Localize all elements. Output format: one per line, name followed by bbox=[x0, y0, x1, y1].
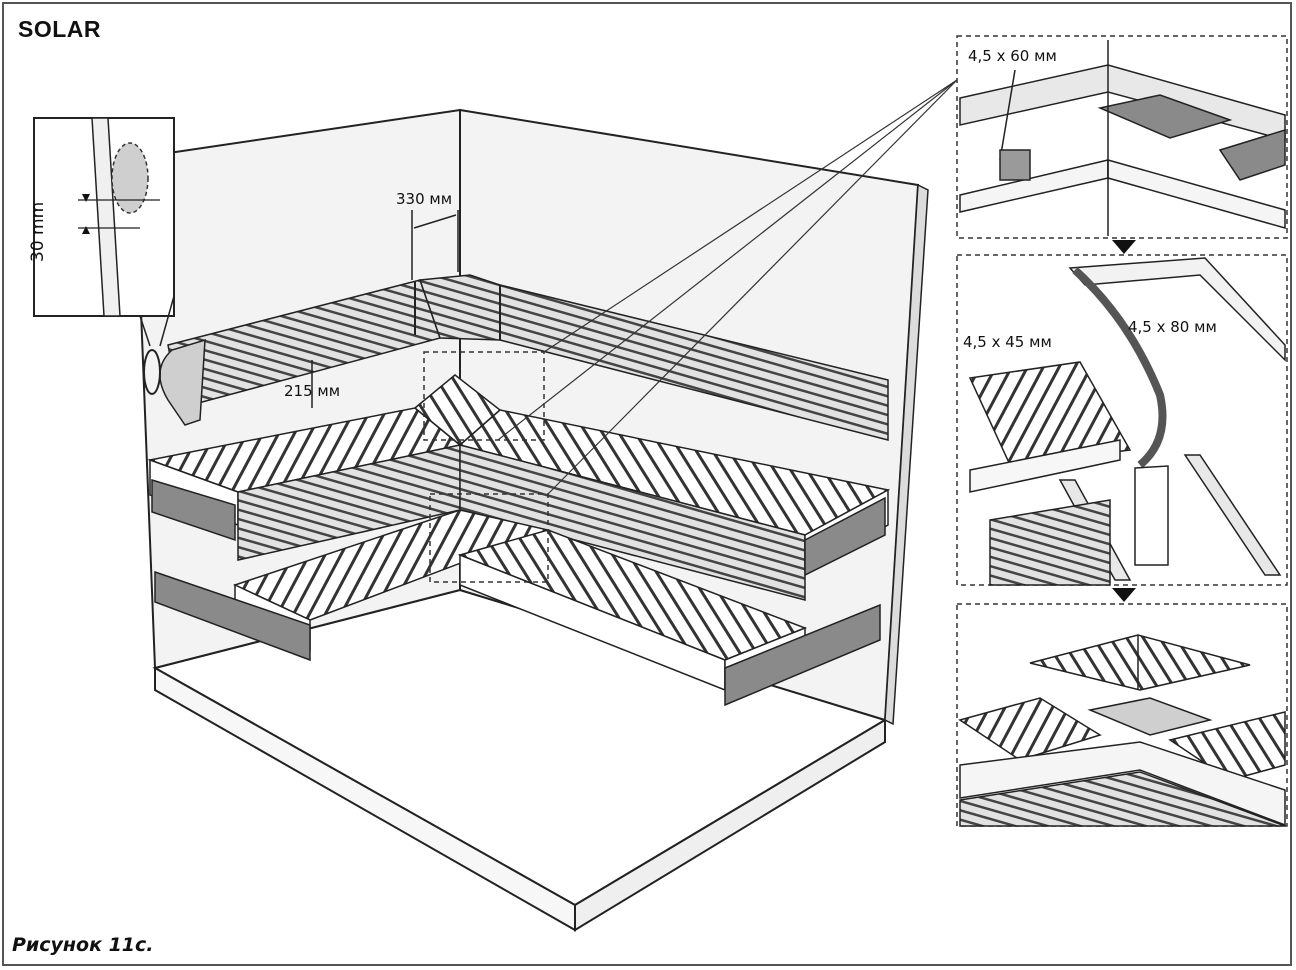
step-arrow-1 bbox=[1112, 240, 1136, 254]
detail-bottom-art bbox=[958, 634, 1286, 827]
inset-dimension-label: 30 mm bbox=[28, 201, 48, 262]
lower-support-right bbox=[724, 603, 881, 707]
detail-panel-middle bbox=[956, 254, 1288, 586]
callout-box-lower bbox=[429, 493, 549, 583]
right-wall-edge bbox=[884, 183, 929, 726]
detail-middle-art bbox=[968, 257, 1286, 586]
upper-bench bbox=[147, 374, 891, 601]
dimension-330: 330 мм bbox=[396, 190, 453, 208]
floor-slab-front-right bbox=[574, 718, 886, 932]
step-arrow-2 bbox=[1112, 588, 1136, 602]
screw-label-45: 4,5 x 45 мм bbox=[963, 333, 1052, 351]
screw-label-60: 4,5 x 60 мм bbox=[968, 47, 1057, 65]
backrest bbox=[143, 274, 889, 441]
detail-top-art bbox=[959, 40, 1286, 236]
detail-panel-bottom bbox=[956, 603, 1288, 827]
figure-title: SOLAR bbox=[18, 16, 101, 42]
screw-label-80: 4,5 x 80 мм bbox=[1128, 318, 1217, 336]
figure-caption: Рисунок 11c. bbox=[12, 934, 154, 956]
upper-support-left bbox=[151, 478, 236, 542]
lower-bench bbox=[154, 509, 881, 707]
lower-support-left bbox=[154, 570, 311, 662]
upper-bench-face-right bbox=[459, 444, 806, 601]
callout-lines bbox=[497, 79, 958, 495]
step-arrows bbox=[1112, 240, 1136, 602]
dimension-215: 215 мм bbox=[284, 382, 341, 400]
dimension-marks bbox=[311, 210, 459, 408]
inset-detail bbox=[33, 117, 175, 347]
detail-panel-top bbox=[956, 35, 1288, 239]
callouts bbox=[423, 35, 1288, 827]
callout-box-upper bbox=[423, 351, 545, 441]
upper-support-right bbox=[804, 496, 886, 577]
